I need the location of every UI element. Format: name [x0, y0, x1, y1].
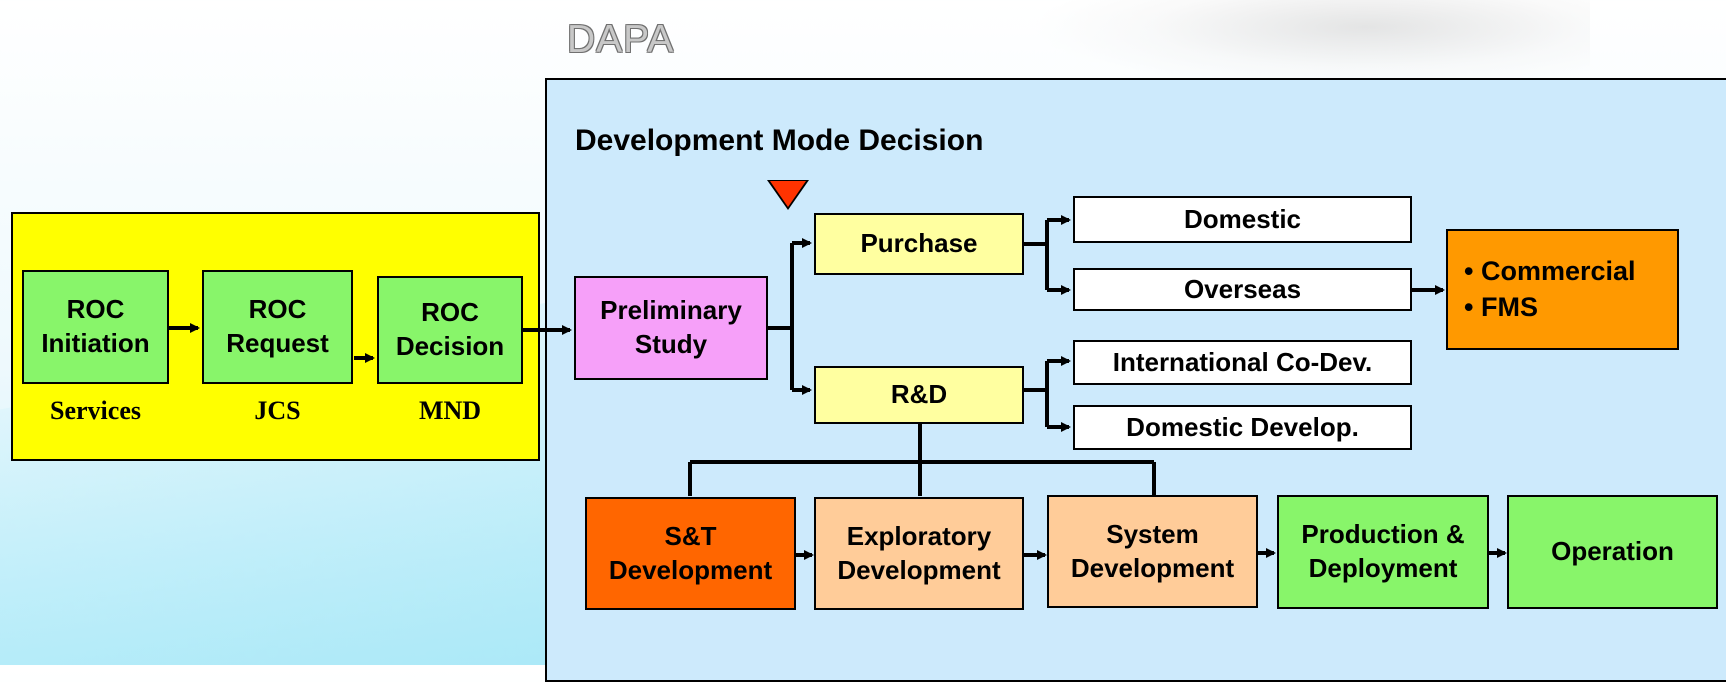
roc-initiation-line2: Initiation [41, 328, 150, 358]
production-deployment-box: Production & Deployment [1277, 495, 1489, 609]
international-codev-box: International Co-Dev. [1073, 340, 1412, 385]
agency-title: DAPA [567, 18, 675, 61]
roc-decision-line2: Decision [395, 331, 505, 361]
st-development-box: S&T Development [585, 497, 796, 610]
rnd-box: R&D [814, 366, 1024, 424]
fms-item: • FMS [1464, 291, 1538, 322]
procurement-types-box: • Commercial • FMS [1446, 229, 1679, 350]
roc-request-box: ROC Request [202, 270, 353, 384]
preliminary-study-box: Preliminary Study [574, 276, 768, 380]
domestic-label: Domestic [1183, 203, 1302, 234]
international-codev-label: International Co-Dev. [1112, 346, 1373, 377]
decision-marker-fill [770, 181, 806, 207]
roc-decision-line1: ROC [421, 297, 479, 328]
exploratory-development-line2: Development [837, 554, 1001, 585]
caption-services: Services [50, 396, 141, 425]
roc-initiation-line1: ROC [66, 294, 125, 325]
operation-box: Operation [1507, 495, 1718, 609]
production-deployment-line2: Deployment [1308, 553, 1458, 583]
purchase-box: Purchase [814, 213, 1024, 275]
roc-request-line1: ROC [248, 294, 307, 325]
caption-mnd: MND [418, 396, 482, 425]
development-mode-heading: Development Mode Decision [575, 124, 984, 157]
overseas-label: Overseas [1183, 273, 1302, 304]
system-development-box: System Development [1047, 495, 1258, 608]
st-development-line1: S&T [664, 520, 717, 551]
operation-label: Operation [1551, 536, 1674, 567]
roc-decision-box: ROC Decision [377, 276, 523, 384]
background-aircraft-watermark [1030, 0, 1590, 90]
overseas-box: Overseas [1073, 268, 1412, 311]
production-deployment-line1: Production & [1301, 519, 1465, 550]
domestic-develop-box: Domestic Develop. [1073, 405, 1412, 450]
caption-jcs: JCS [254, 396, 301, 425]
exploratory-development-box: Exploratory Development [814, 497, 1024, 610]
commercial-item: • Commercial [1464, 256, 1636, 287]
domestic-box: Domestic [1073, 196, 1412, 243]
exploratory-development-line1: Exploratory [846, 520, 992, 551]
purchase-label: Purchase [860, 228, 978, 259]
st-development-line2: Development [608, 554, 773, 585]
roc-request-line2: Request [226, 328, 329, 358]
preliminary-study-line1: Preliminary [600, 295, 742, 326]
system-development-line2: Development [1070, 552, 1235, 583]
domestic-develop-label: Domestic Develop. [1126, 411, 1359, 442]
system-development-line1: System [1106, 518, 1199, 549]
preliminary-study-line2: Study [634, 329, 708, 359]
rnd-label: R&D [890, 379, 948, 410]
roc-initiation-box: ROC Initiation [22, 270, 169, 384]
